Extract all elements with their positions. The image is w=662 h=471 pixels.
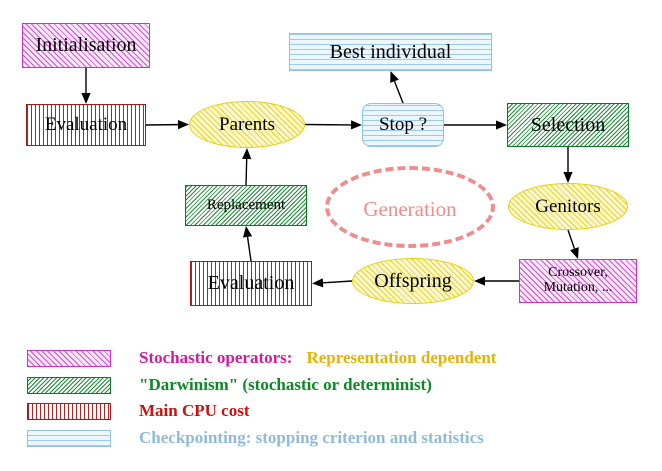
- legend-label-darwinism: "Darwinism" (stochastic or determinist): [139, 375, 432, 394]
- edge-stop-to-selection: [444, 120, 507, 130]
- node-best_individual[interactable]: Best individual: [289, 33, 492, 71]
- edge-eval-to-replacement: [243, 226, 253, 262]
- edge-offspring-to-eval: [312, 278, 353, 288]
- edge-eval-to-parents: [145, 120, 189, 130]
- legend-label-main-cpu-cost: Main CPU cost: [139, 401, 250, 420]
- generation-label: Generation: [363, 197, 457, 221]
- legend-swatch-main-cpu-cost: [27, 402, 111, 420]
- generation-ring: Generation: [325, 166, 495, 248]
- edge-genitors-to-crossover: [567, 229, 579, 259]
- node-evaluation_bot[interactable]: Evaluation: [190, 261, 312, 306]
- node-label-stop: Stop ?: [378, 114, 428, 136]
- legend-text-stochastic-operators: Stochastic operators: Representation depe…: [139, 348, 496, 368]
- legend-label-checkpointing: Checkpointing: stopping criterion and st…: [139, 428, 484, 447]
- node-selection[interactable]: Selection: [507, 103, 629, 147]
- node-offspring[interactable]: Offspring: [352, 258, 474, 304]
- node-label-replacement: Replacement: [206, 196, 286, 213]
- edge-selection-to-genitors: [563, 147, 573, 183]
- node-evaluation_top[interactable]: Evaluation: [26, 104, 146, 146]
- node-crossover[interactable]: Crossover, Mutation, ...: [519, 259, 637, 303]
- legend-row-main-cpu-cost: Main CPU cost: [27, 401, 249, 421]
- legend-text-checkpointing: Checkpointing: stopping criterion and st…: [139, 428, 484, 448]
- node-label-parents: Parents: [219, 113, 275, 135]
- node-label-initialisation: Initialisation: [35, 34, 137, 56]
- legend-row-darwinism: "Darwinism" (stochastic or determinist): [27, 375, 432, 395]
- node-stop[interactable]: Stop ?: [362, 103, 444, 147]
- node-label-best_individual: Best individual: [329, 40, 452, 63]
- node-label-crossover: Crossover, Mutation, ...: [543, 265, 613, 295]
- legend-label-stochastic-operators: Stochastic operators:: [139, 348, 293, 367]
- legend-swatch-checkpointing: [27, 429, 111, 447]
- edge-parents-to-stop: [304, 120, 362, 130]
- node-replacement[interactable]: Replacement: [185, 185, 307, 226]
- legend-text-main-cpu-cost: Main CPU cost: [139, 401, 249, 421]
- node-label-genitors: Genitors: [535, 195, 601, 217]
- legend-row-stochastic-operators: Stochastic operators: Representation depe…: [27, 348, 496, 368]
- edge-stop-to-best: [390, 71, 404, 104]
- node-label-selection: Selection: [530, 113, 606, 136]
- legend-text-darwinism: "Darwinism" (stochastic or determinist): [139, 375, 432, 395]
- edge-init-to-eval: [81, 68, 91, 104]
- legend-sublabel-stochastic-operators: Representation dependent: [306, 348, 497, 367]
- node-initialisation[interactable]: Initialisation: [22, 23, 150, 68]
- node-label-offspring: Offspring: [374, 269, 452, 292]
- node-label-evaluation_bot: Evaluation: [207, 272, 295, 294]
- edge-replacement-to-parents: [242, 148, 252, 186]
- node-parents[interactable]: Parents: [189, 101, 305, 148]
- edge-crossover-to-offspring: [474, 276, 519, 286]
- node-label-evaluation_top: Evaluation: [44, 114, 128, 136]
- node-genitors[interactable]: Genitors: [508, 183, 628, 230]
- legend-swatch-darwinism: [27, 376, 111, 394]
- legend-swatch-stochastic-operators: [27, 349, 111, 367]
- legend-row-checkpointing: Checkpointing: stopping criterion and st…: [27, 428, 484, 448]
